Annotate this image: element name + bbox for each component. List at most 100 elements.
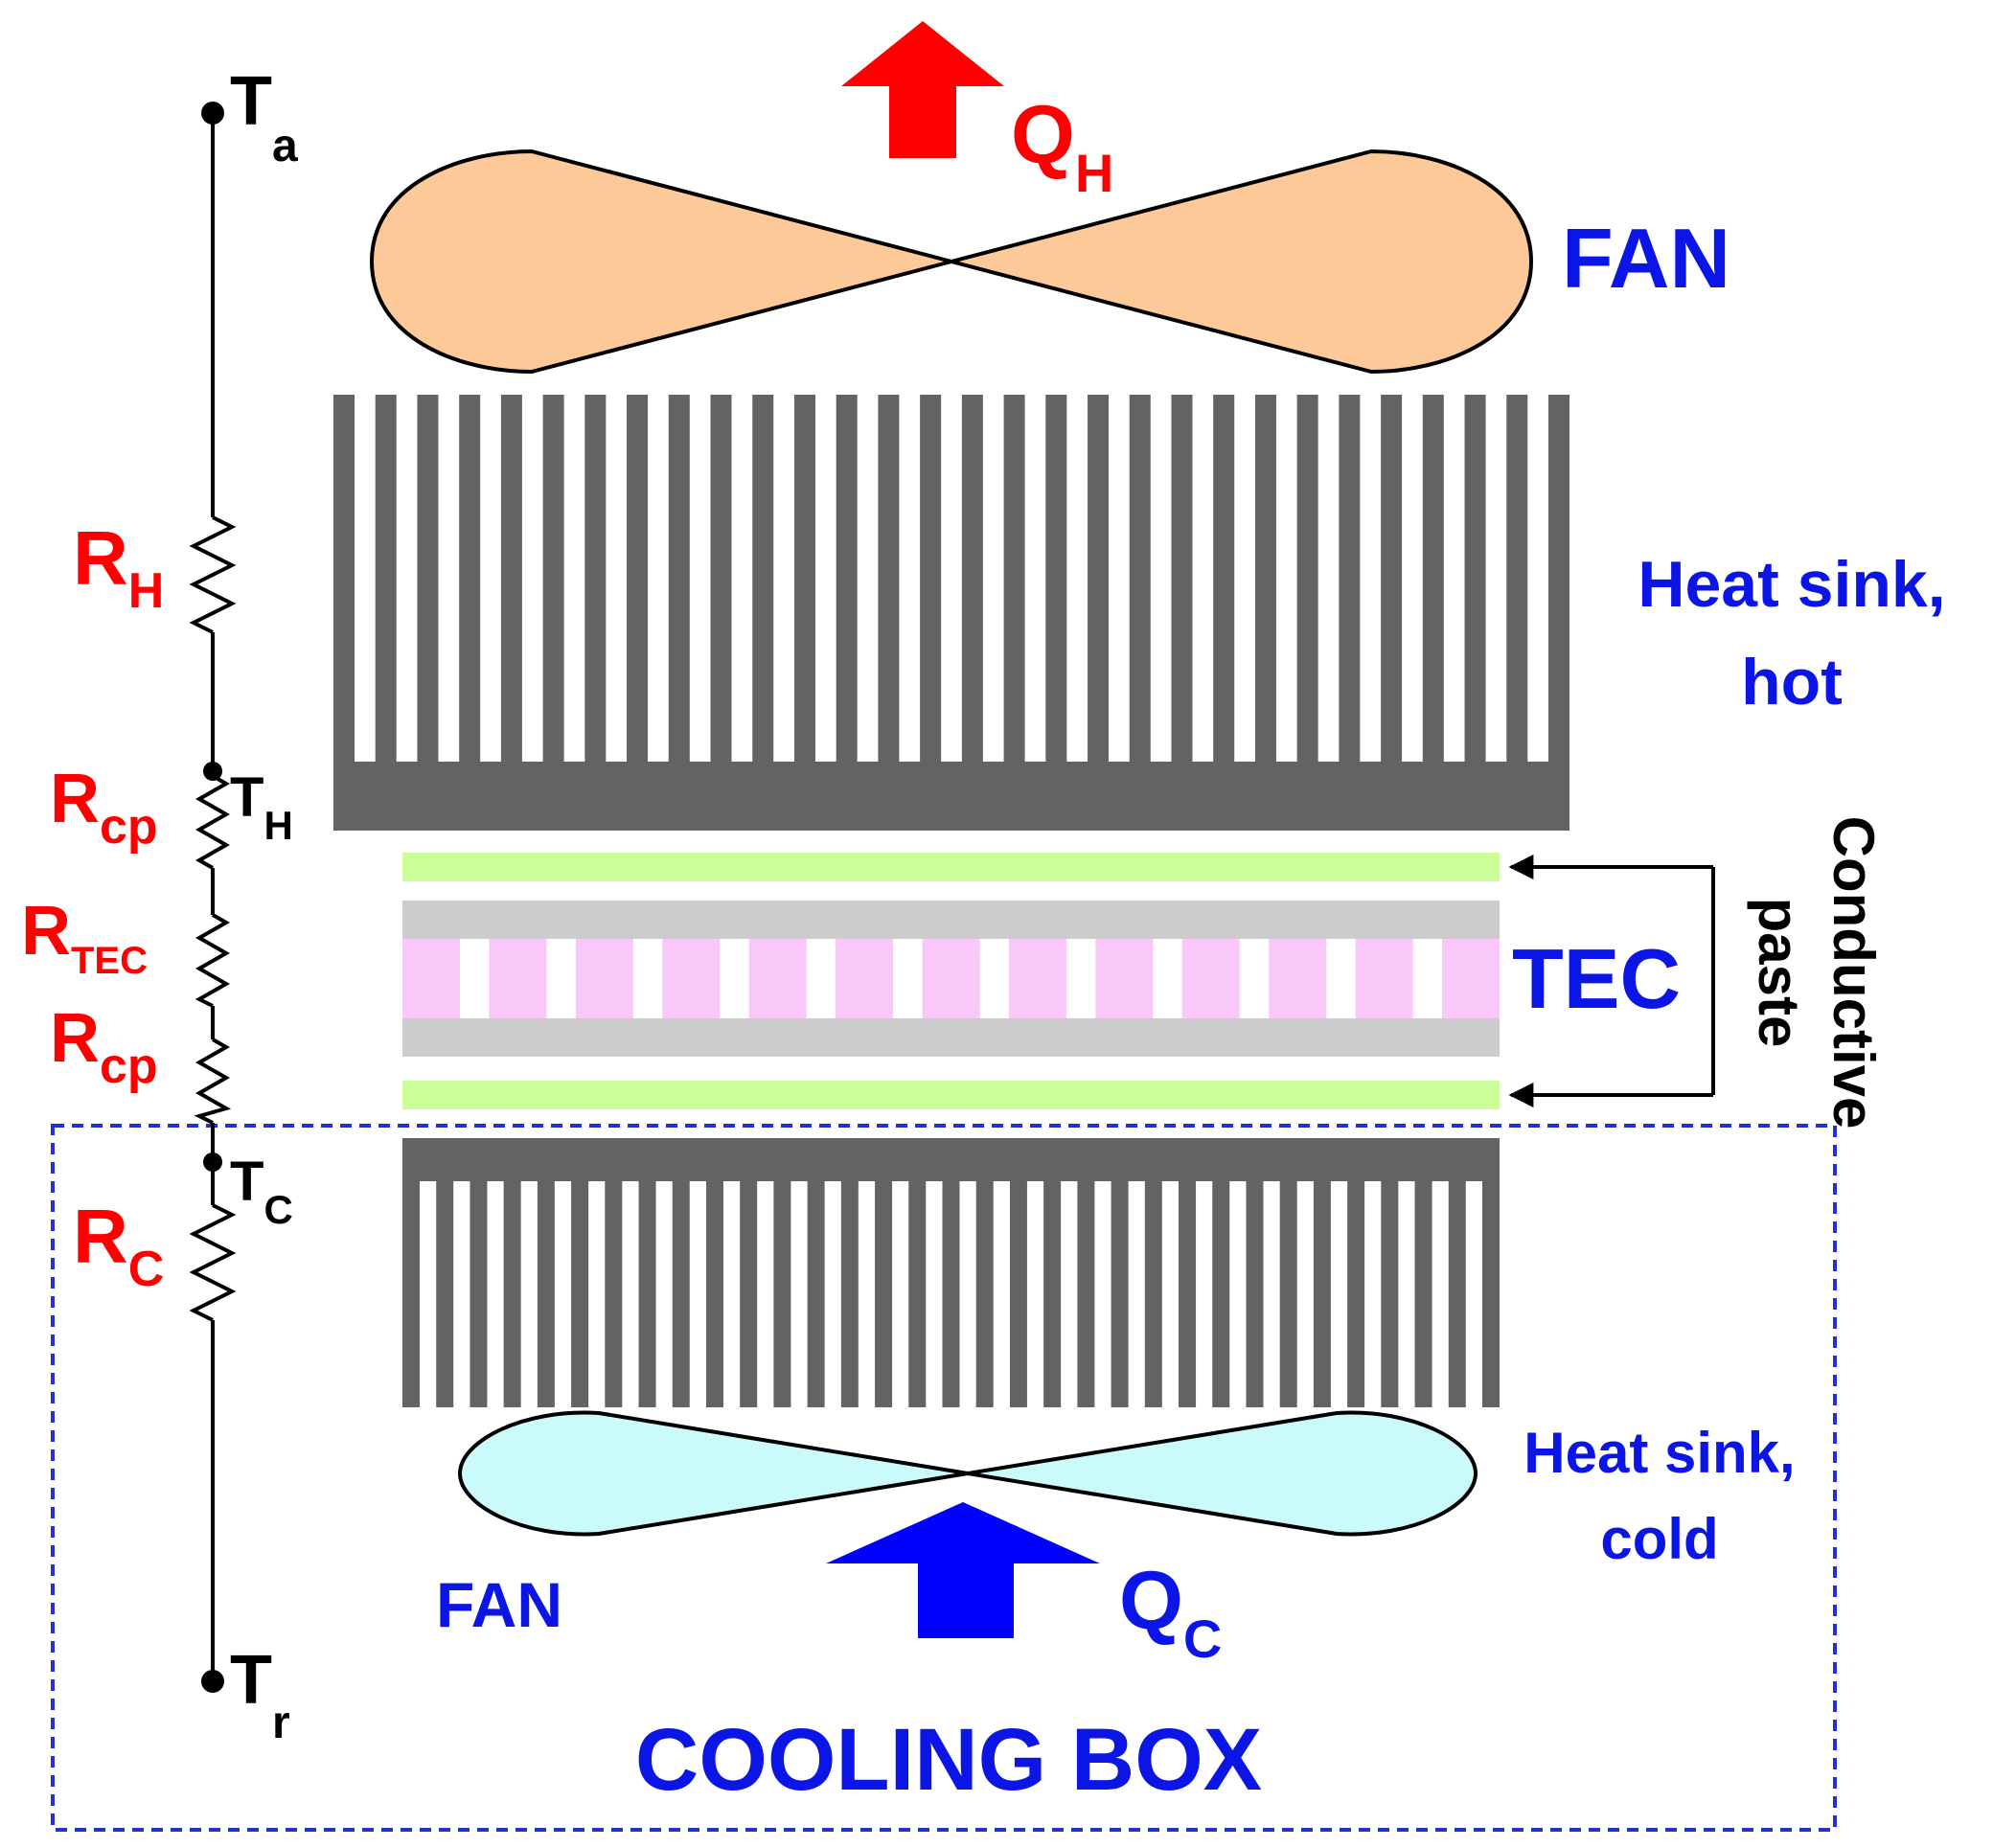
heat-sink-hot-fin	[1003, 395, 1025, 764]
heat-sink-cold-fin	[1279, 1179, 1297, 1407]
tec-label: TEC	[1512, 931, 1681, 1026]
heat-sink-cold-fin	[537, 1179, 555, 1407]
resistor-rcp-bottom-zigzag	[194, 1038, 232, 1125]
heat-sink-cold-fin	[1144, 1179, 1162, 1407]
heat-sink-cold-fin	[1077, 1179, 1095, 1407]
fan-top-label: FAN	[1562, 211, 1730, 306]
cold-heat-arrow-icon	[826, 1502, 1100, 1638]
resistor-rcp-top-zigzag	[195, 774, 231, 870]
heat-sink-cold-fin	[672, 1179, 690, 1407]
resistor-label-rh: RH	[73, 515, 164, 619]
heat-sink-cold-fin	[740, 1179, 758, 1407]
node-label-tc: TC	[230, 1151, 293, 1232]
node-tc-dot	[203, 1152, 222, 1172]
resistor-label-rc: RC	[73, 1194, 164, 1297]
heat-sink-hot-fin	[584, 395, 607, 764]
heat-sink-cold-fin	[807, 1179, 825, 1407]
heat-sink-hot-fin	[627, 395, 649, 764]
heat-sink-cold-fin	[908, 1179, 927, 1407]
tec-pellet	[575, 939, 633, 1018]
heat-sink-cold-fins	[402, 1179, 1500, 1407]
heat-sink-cold-fin	[875, 1179, 893, 1407]
hot-heat-arrow-icon	[841, 21, 1004, 158]
heat-sink-cold-fin	[470, 1179, 488, 1407]
heat-sink-hot-fin	[1213, 395, 1235, 764]
tec-pellet	[836, 939, 894, 1018]
heat-sink-hot-fin	[542, 395, 564, 764]
heat-flow-label-qh: QH	[1011, 89, 1113, 203]
tec-plate-top	[402, 901, 1500, 939]
tec-pellet	[748, 939, 807, 1018]
heat-sink-cold-fin	[1381, 1179, 1399, 1407]
heat-sink-hot-base	[333, 762, 1569, 831]
heat-sink-cold-fin	[975, 1179, 994, 1407]
heat-sink-cold-fin	[1009, 1179, 1027, 1407]
heat-sink-cold-fin	[840, 1179, 859, 1407]
cooling-box-border	[51, 1124, 1837, 1832]
heat-sink-hot-fin	[1088, 395, 1110, 764]
resistor-label-rtec: RTEC	[21, 893, 148, 982]
tec-pellet	[1442, 939, 1500, 1018]
tec-pellet	[1355, 939, 1413, 1018]
heat-sink-hot-label-line2: hot	[1741, 646, 1843, 719]
fan-top-icon	[370, 149, 1533, 374]
heat-sink-cold-label-line1: Heat sink,	[1523, 1421, 1795, 1485]
heat-sink-hot-fin	[752, 395, 774, 764]
heat-sink-hot-fin	[1464, 395, 1486, 764]
heat-sink-hot-fin	[836, 395, 858, 764]
heat-sink-hot-fin	[1548, 395, 1569, 764]
heat-sink-cold-fin	[1448, 1179, 1466, 1407]
heat-sink-cold-fin	[1179, 1179, 1197, 1407]
heat-sink-cold-fin	[402, 1179, 420, 1407]
heat-sink-cold-fin	[503, 1179, 521, 1407]
heat-sink-hot-fin	[1422, 395, 1444, 764]
heat-sink-hot-fin	[668, 395, 690, 764]
fan-bottom-icon	[458, 1410, 1478, 1537]
paste-bracket	[1508, 855, 1715, 1107]
heat-sink-cold-label-line2: cold	[1600, 1507, 1718, 1571]
heat-sink-hot-fin	[1129, 395, 1151, 764]
heat-sink-hot-fin	[1045, 395, 1067, 764]
heat-sink-cold-fin	[1313, 1179, 1331, 1407]
fan-bottom-label: FAN	[436, 1569, 562, 1640]
heat-sink-cold-fin	[436, 1179, 454, 1407]
thermal-circuit	[189, 113, 237, 1681]
heat-sink-cold-fin	[638, 1179, 656, 1407]
resistor-label-rcp-bottom: Rcp	[50, 1000, 158, 1094]
tec-pellet	[662, 939, 721, 1018]
heat-sink-hot-fin	[1381, 395, 1403, 764]
heat-sink-hot-fin	[1254, 395, 1276, 764]
heat-sink-cold-fin	[942, 1179, 960, 1407]
heat-sink-cold-fin	[1043, 1179, 1062, 1407]
heat-sink-hot-fin	[500, 395, 522, 764]
tec-plate-bottom	[402, 1018, 1500, 1057]
heat-sink-cold-fin	[773, 1179, 791, 1407]
heat-sink-hot-fin	[1171, 395, 1193, 764]
node-label-tr: Tr	[230, 1642, 290, 1748]
heat-flow-label-qc: QC	[1119, 1555, 1222, 1669]
tec-pellet	[1095, 939, 1154, 1018]
heat-sink-cold-base	[402, 1138, 1500, 1181]
heat-sink-cold-fin	[605, 1179, 623, 1407]
cooling-box-label: COOLING BOX	[635, 1711, 1262, 1809]
heat-sink-hot	[333, 395, 1569, 831]
heat-sink-hot-fin	[878, 395, 900, 764]
heat-sink-cold-fin	[705, 1179, 723, 1407]
tec-elements	[402, 939, 1500, 1018]
heat-sink-cold-fin	[571, 1179, 589, 1407]
heat-sink-hot-fins	[333, 395, 1569, 764]
heat-sink-cold-fin	[1212, 1179, 1230, 1407]
conductive-paste-label-line1: Conductive	[1821, 816, 1886, 1129]
resistor-rc-zigzag	[189, 1203, 237, 1322]
heat-sink-hot-fin	[961, 395, 983, 764]
heat-sink-hot-fin	[375, 395, 397, 764]
heat-sink-hot-fin	[1506, 395, 1528, 764]
heat-sink-hot-fin	[1339, 395, 1361, 764]
tec-pellet	[489, 939, 547, 1018]
node-ta-dot	[201, 102, 224, 125]
paste-layer-top	[402, 853, 1500, 881]
tec-pellet	[402, 939, 460, 1018]
tec-pellet	[922, 939, 980, 1018]
conductive-paste-label-line2: paste	[1747, 898, 1811, 1048]
